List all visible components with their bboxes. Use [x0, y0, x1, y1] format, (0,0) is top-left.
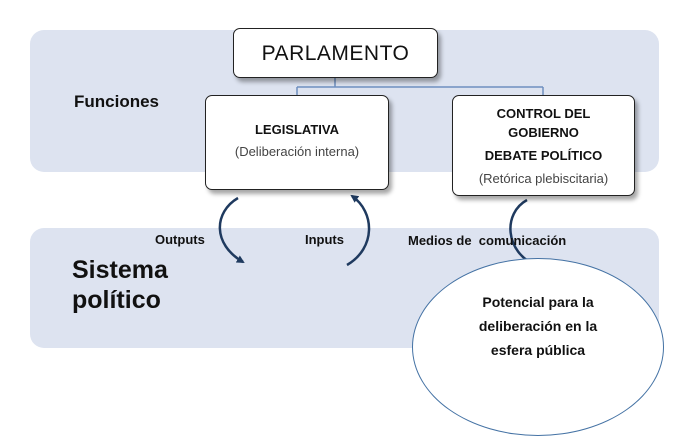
legislativa-subtitle: (Deliberación interna) [234, 144, 360, 159]
medios-label: Medios de comunicación [408, 233, 567, 248]
sistema-politico-label: Sistema político [72, 255, 168, 315]
sistema-line1: Sistema [72, 256, 168, 284]
control-subtitle: (Retórica plebiscitaria) [478, 171, 609, 186]
sistema-line2: político [72, 286, 161, 314]
control-line2: GOBIERNO [508, 125, 579, 140]
esfera-line2: deliberación en la [478, 318, 598, 334]
funciones-label: Funciones [74, 92, 160, 111]
esfera-publica-text: Potencial para la deliberación en la esf… [412, 290, 664, 362]
inputs-arrow [346, 194, 371, 267]
inputs-label: Inputs [305, 232, 344, 247]
control-box: CONTROL DEL GOBIERNO DEBATE POLÍTICO (Re… [452, 95, 635, 196]
parlamento-box: PARLAMENTO [233, 28, 438, 78]
tree-connector [296, 78, 544, 95]
control-line3: DEBATE POLÍTICO [484, 148, 603, 163]
control-line1: CONTROL DEL [496, 106, 591, 121]
outputs-label: Outputs [155, 232, 205, 247]
parlamento-title: PARLAMENTO [261, 42, 410, 65]
legislativa-title: LEGISLATIVA [254, 122, 340, 137]
outputs-arrow [218, 196, 245, 264]
esfera-line1: Potencial para la [482, 294, 594, 310]
legislativa-box: LEGISLATIVA (Deliberación interna) [205, 95, 389, 190]
esfera-line3: esfera pública [490, 342, 586, 358]
esfera-publica-ellipse [412, 258, 664, 436]
